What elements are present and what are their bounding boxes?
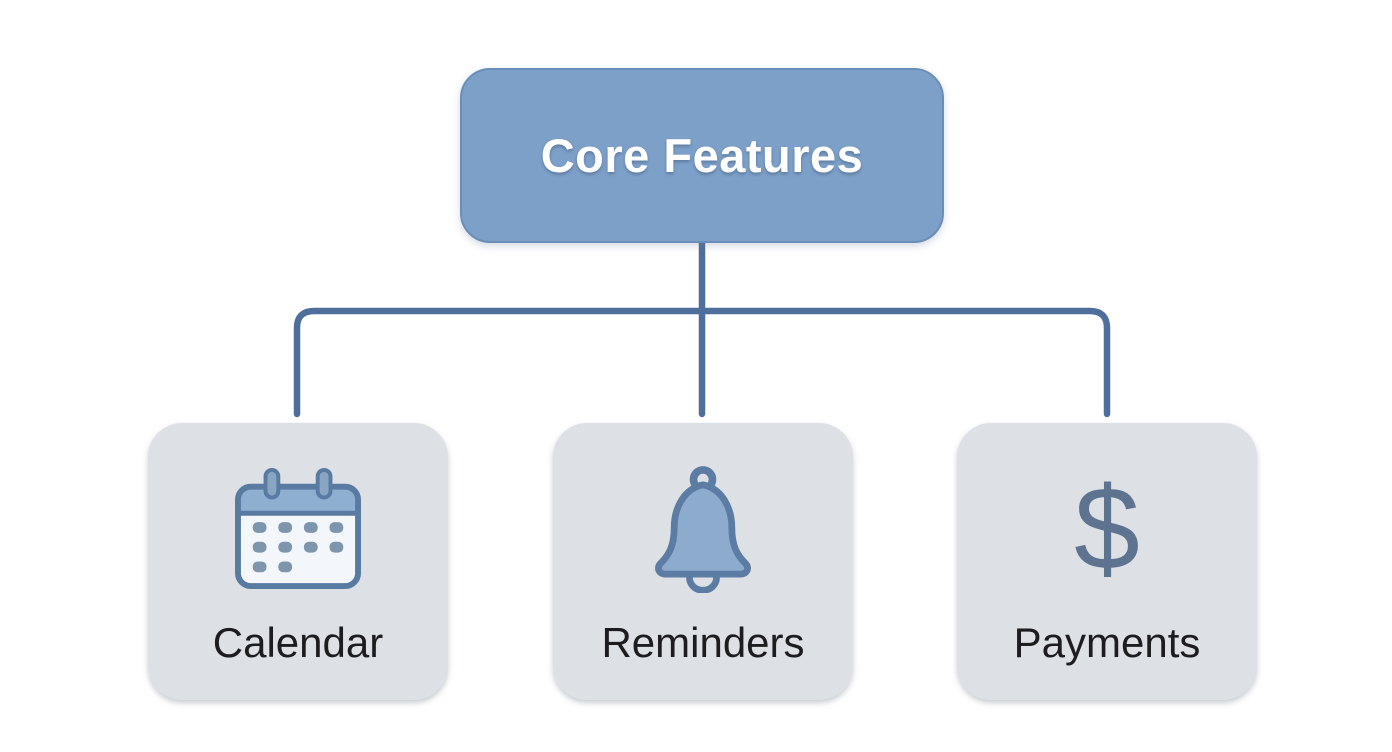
node-core-features: Core Features — [460, 68, 944, 243]
node-label-payments: Payments — [1013, 619, 1201, 666]
root-node-label: Core Features — [540, 129, 864, 182]
node-label-reminders: Reminders — [601, 619, 805, 666]
node-payments: $ Payments — [957, 423, 1257, 700]
bell-icon — [633, 463, 773, 595]
dollar-glyph: $ — [1074, 463, 1140, 595]
node-label-calendar: Calendar — [212, 619, 384, 666]
node-calendar: Calendar — [148, 423, 448, 700]
calendar-icon — [233, 463, 363, 595]
dollar-sign-icon: $ — [1074, 463, 1140, 595]
node-reminders: Reminders — [553, 423, 853, 700]
